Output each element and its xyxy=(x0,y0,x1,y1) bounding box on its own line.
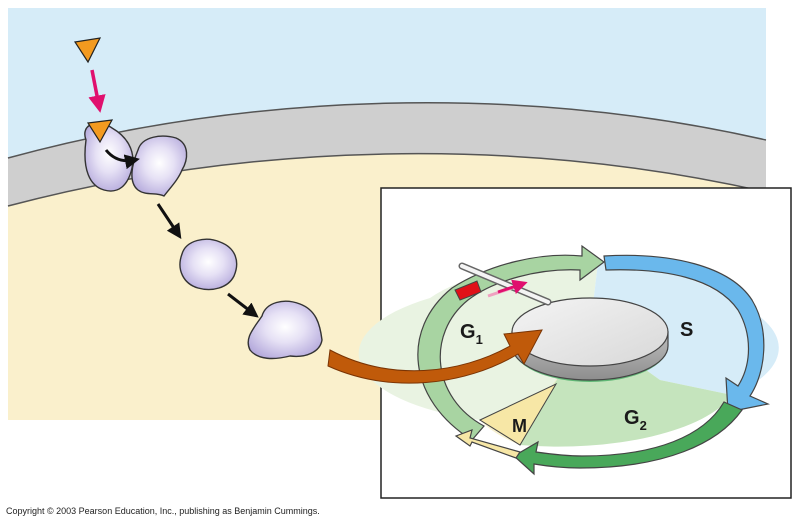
activation-arrow xyxy=(104,149,140,170)
signal-to-cycle-arrow xyxy=(327,329,543,384)
phase-label-g2: G2 xyxy=(624,407,647,433)
phase-label-m: M xyxy=(512,416,527,436)
cell-cycle-control-panel: G1 S G2 M xyxy=(358,187,792,499)
m-arrow xyxy=(454,429,521,459)
checkpoint-bar-icon xyxy=(454,262,552,306)
copyright-notice: Copyright © 2003 Pearson Education, Inc.… xyxy=(6,506,320,516)
relay-arrow-2 xyxy=(227,292,259,318)
phase-label-s: S xyxy=(680,319,693,341)
phase-label-g1: G1 xyxy=(460,321,483,347)
signal-arrow xyxy=(88,69,106,113)
relay-arrow-1 xyxy=(156,203,182,239)
signal-molecule-icon xyxy=(73,37,102,64)
activated-relay-protein xyxy=(131,135,188,197)
relay-protein-icon xyxy=(179,238,238,291)
relay-protein-icon xyxy=(247,300,323,360)
cycle-control-disk-icon xyxy=(511,297,669,382)
